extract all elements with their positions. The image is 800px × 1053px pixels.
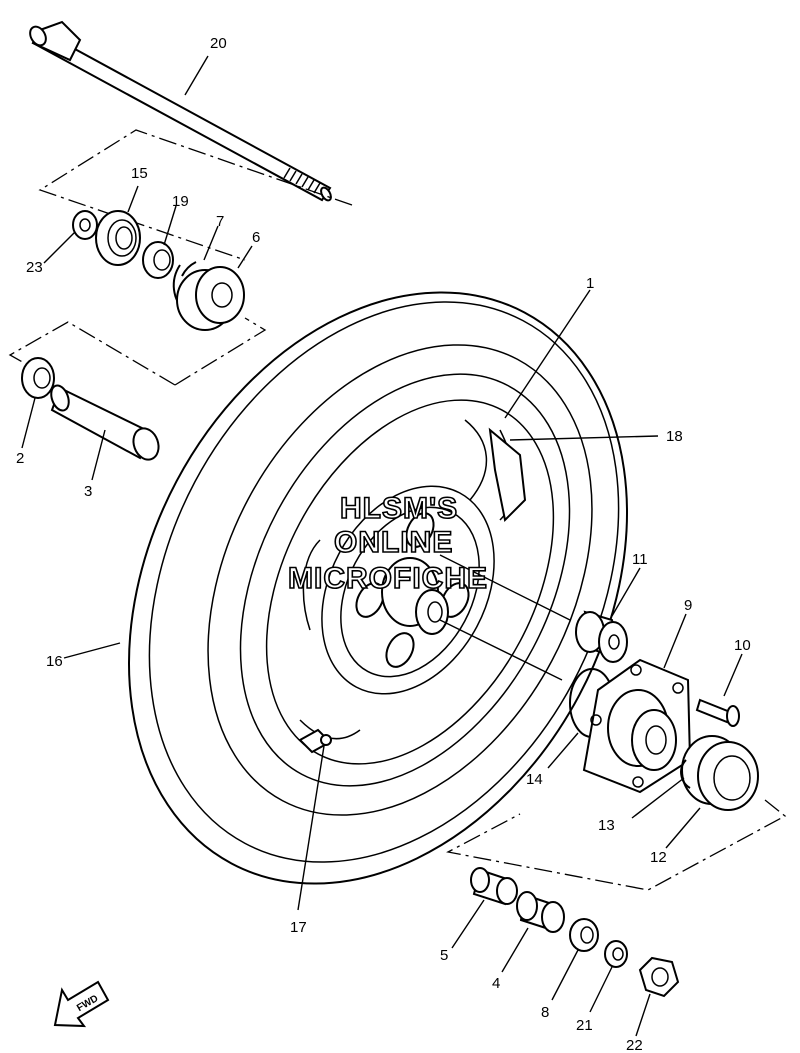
callout-22: 22 — [626, 1037, 643, 1053]
collar-11 — [575, 610, 628, 663]
callout-8: 8 — [541, 1004, 549, 1021]
watermark-line-2: ONLINE — [334, 526, 453, 559]
forward-arrow-icon: FWD — [53, 980, 110, 1028]
callout-4: 4 — [492, 975, 500, 992]
watermark: HLSM'S ONLINE MICROFICHE — [287, 491, 488, 596]
watermark-line-3: MICROFICHE — [288, 562, 488, 595]
callout-9: 9 — [684, 597, 692, 614]
callout-14: 14 — [526, 771, 543, 788]
axle — [29, 20, 332, 202]
callout-16: 16 — [46, 653, 63, 670]
spacer-3 — [50, 384, 160, 461]
collar-5 — [470, 867, 518, 906]
callout-5: 5 — [440, 947, 448, 964]
collar-19 — [142, 241, 174, 279]
callout-12: 12 — [650, 849, 667, 866]
callout-18: 18 — [666, 428, 683, 445]
callout-11: 11 — [632, 551, 648, 568]
group-bracket-upper — [38, 129, 353, 386]
callout-23: 23 — [26, 259, 43, 276]
bearing-8 — [569, 918, 599, 952]
group-bracket-lower — [446, 799, 787, 891]
wheel-assembly — [128, 291, 628, 885]
callout-7: 7 — [216, 213, 224, 230]
cap-2 — [21, 357, 55, 399]
meter-gear-unit-9 — [582, 658, 692, 794]
callout-2: 2 — [16, 450, 24, 467]
callout-19: 19 — [172, 193, 189, 210]
washer-23 — [72, 210, 98, 240]
spacer-4 — [516, 891, 565, 933]
callout-3: 3 — [84, 483, 92, 500]
callout-17: 17 — [290, 919, 307, 936]
oil-seal-15 — [95, 210, 141, 266]
callout-15: 15 — [131, 165, 148, 182]
nut-22 — [638, 956, 680, 998]
bearing-6 — [176, 266, 245, 331]
callout-13: 13 — [598, 817, 615, 834]
callout-6: 6 — [252, 229, 260, 246]
clip-13 — [680, 759, 691, 789]
bolt-10 — [695, 698, 740, 727]
leader-lines — [21, 55, 743, 1037]
callout-20: 20 — [210, 35, 227, 52]
callout-1: 1 — [586, 275, 594, 292]
washer-21 — [604, 940, 628, 968]
watermark-line-1: HLSM'S — [340, 492, 458, 525]
callout-10: 10 — [734, 637, 751, 654]
group-bracket-spacer — [8, 321, 176, 386]
callout-labels: 20 15 19 7 6 23 2 3 1 18 16 11 9 10 14 1… — [16, 35, 751, 1053]
callout-21: 21 — [576, 1017, 593, 1034]
oil-seal-12 — [681, 735, 759, 811]
